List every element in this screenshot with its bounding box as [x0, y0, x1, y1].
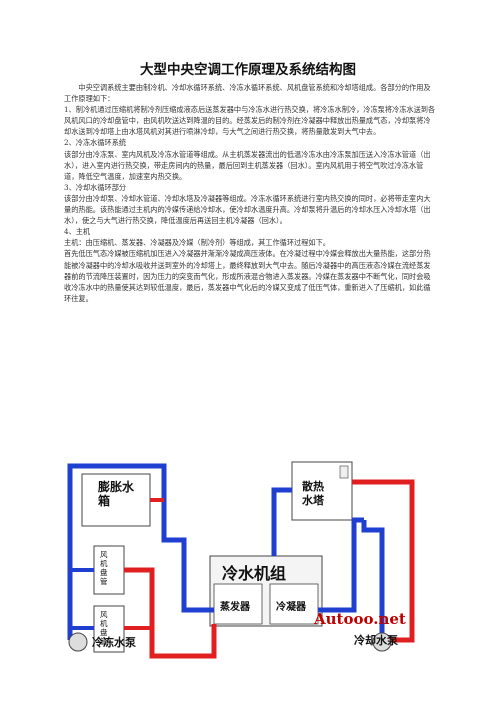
paragraph-3: 该部分由冷却泵、冷却水管道、冷却水塔及冷凝器等组成。冷冻水循环系统进行室内热交换…: [64, 193, 431, 226]
condenser-box: [269, 583, 319, 625]
evaporator-label: 蒸发器: [220, 602, 250, 613]
chilled-pump-shape: [68, 632, 88, 652]
expansion-tank-label: 膨胀水箱: [98, 480, 135, 508]
watermark: Autooo.net: [314, 610, 406, 628]
diagram-pipes: [67, 461, 415, 659]
chiller-label: 冷水机组: [222, 564, 287, 583]
paragraph-intro: 中央空调系统主要由制冷机、冷却水循环系统、冷冻水循环系统、风机盘管系统和冷却塔组…: [64, 83, 431, 104]
condenser-label: 冷凝器: [276, 602, 306, 613]
expansion-tank-box: [81, 473, 151, 527]
evaporator-box: [213, 583, 263, 625]
chilled-pump-label: 冷冻水泵: [92, 636, 136, 649]
chilled-return-pipe: [124, 567, 217, 659]
paragraph-2: 该部分由冷冻泵、室内风机及冷冻水管道等组成。从主机蒸发器流出的低温冷冻水由冷冻泵…: [64, 149, 431, 181]
cooling-pump-shape: [372, 632, 392, 652]
cooling-tower-label: 散热水塔: [302, 480, 324, 507]
cooling-pump-label: 冷却水泵: [354, 634, 398, 647]
heading-2: 2、冷冻水循环系统: [64, 138, 127, 148]
page-title: 大型中央空调工作原理及系统结构图: [140, 62, 356, 78]
chilled-supply-pipe: [67, 463, 214, 640]
fan-coil-2-label: 风机盘管: [100, 610, 108, 646]
heading-3: 3、冷却水循环部分: [64, 182, 127, 192]
fan-coil-1-label: 风机盘管: [100, 550, 108, 586]
cooling-supply-pipe: [352, 479, 415, 643]
paragraph-1: 1、制冷机通过压缩机将制冷剂压缩成液态后送蒸发器中与冷冻水进行热交换，将冷冻水制…: [64, 105, 436, 137]
paragraph-4b: 首先低压气态冷媒被压缩机加压进入冷凝器并渐渐冷凝成高压液体。在冷凝过程中冷媒会释…: [64, 249, 431, 303]
heading-4: 4、主机: [64, 227, 91, 237]
cooling-return-pipe: [318, 517, 364, 613]
system-diagram: 膨胀水箱 风机盘管 风机盘管 散热水塔 冷水机组 蒸发器 冷凝器 冷冻水泵 冷却…: [64, 460, 436, 660]
body-text: 中央空调系统主要由制冷机、冷却水循环系统、冷冻水循环系统、风机盘管系统和冷却塔组…: [64, 82, 436, 304]
paragraph-4a: 主机：由压缩机、蒸发器、冷凝器及冷媒（制冷剂）等组成，其工作循环过程如下。: [64, 238, 330, 248]
